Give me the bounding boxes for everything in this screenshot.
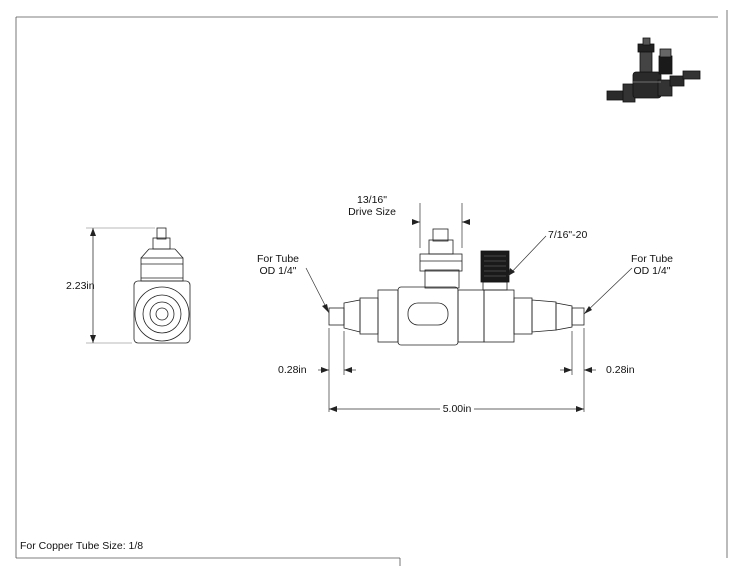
side-view [86, 227, 191, 344]
drive-size-caption: Drive Size [348, 206, 396, 218]
drive-size-value: 13/16" [356, 194, 387, 206]
iso-thumbnail [606, 37, 701, 103]
left-end-dimension-label: 0.28in [278, 364, 307, 376]
right-end-dimension-label: 0.28in [606, 364, 635, 376]
thread-spec-label: 7/16"-20 [548, 229, 588, 241]
front-view [328, 228, 585, 346]
left-tube-label-line2: OD 1/4" [259, 265, 297, 277]
right-tube-label-line2: OD 1/4" [633, 265, 671, 277]
overall-length-label: 5.00in [442, 403, 472, 415]
sheet-border [15, 10, 728, 566]
height-dimension-label: 2.23in [66, 280, 95, 292]
front-dimensions [305, 203, 633, 412]
copper-tube-size-note: For Copper Tube Size: 1/8 [20, 540, 144, 552]
right-tube-label-line1: For Tube [630, 253, 674, 265]
left-tube-label-line1: For Tube [256, 253, 300, 265]
